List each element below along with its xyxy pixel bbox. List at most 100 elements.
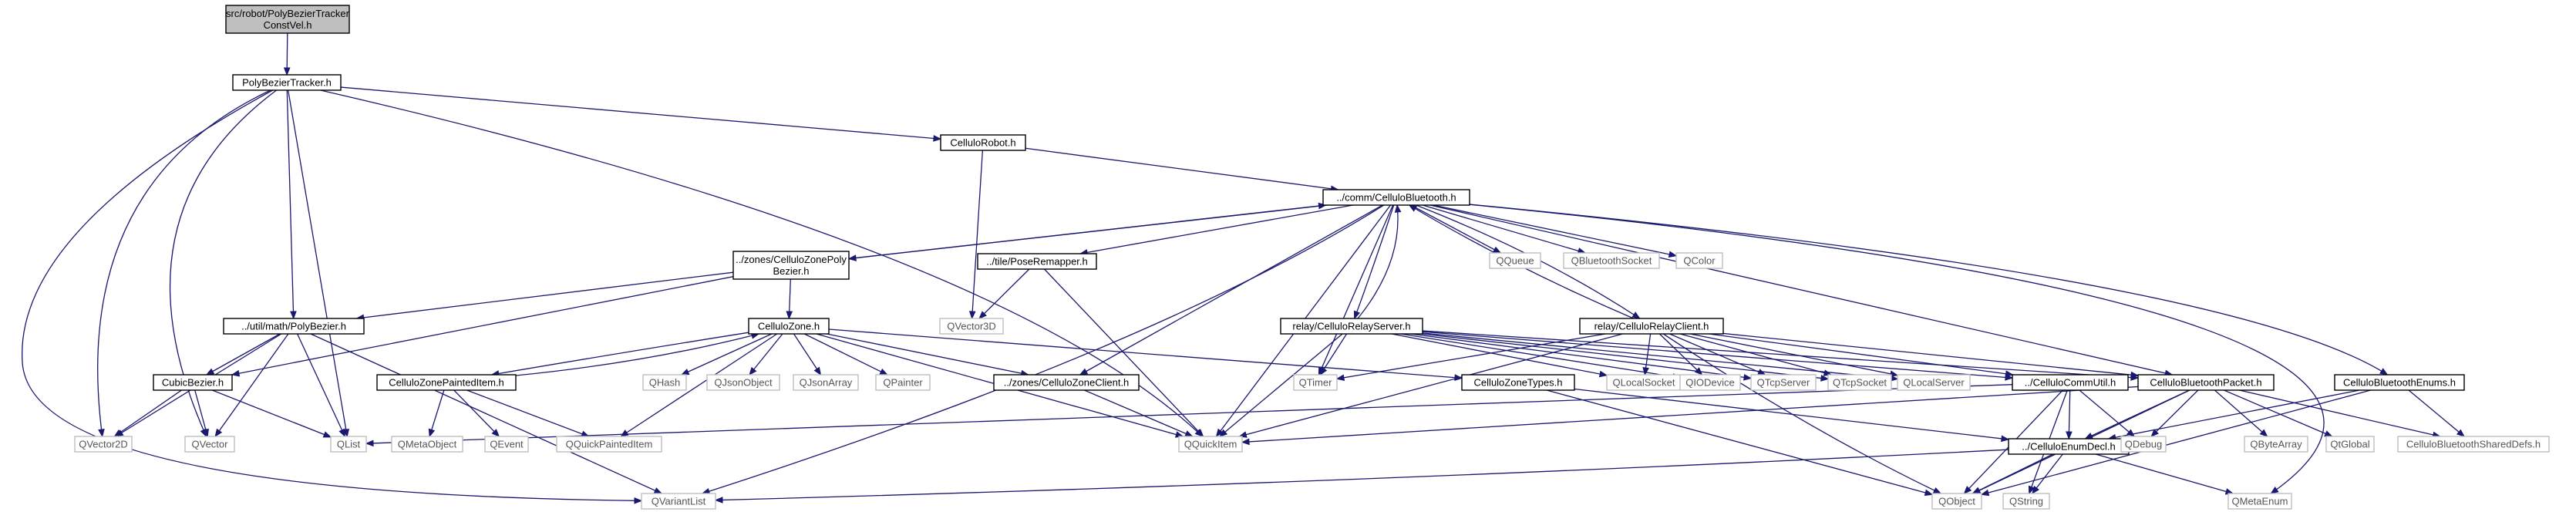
edge-line bbox=[286, 89, 295, 319]
edge-line bbox=[1318, 204, 1394, 376]
node-label: QBluetoothSocket bbox=[1571, 255, 1652, 267]
edge-arrowhead bbox=[205, 368, 215, 376]
node-qja: QJsonArray bbox=[793, 374, 859, 391]
edge-line bbox=[1421, 333, 1829, 380]
node-polyb[interactable]: ../util/math/PolyBezier.h bbox=[223, 318, 365, 335]
edge-line bbox=[1357, 204, 1399, 319]
edge-line bbox=[1429, 204, 2173, 376]
edge-line bbox=[1546, 389, 1933, 495]
node-box bbox=[1489, 252, 1541, 269]
node-qvl: QVariantList bbox=[641, 493, 716, 510]
edge-line bbox=[1709, 333, 2013, 376]
node-label: QHash bbox=[649, 377, 680, 389]
edge-root-to-pbt bbox=[283, 32, 291, 76]
node-label: QtGlobal bbox=[2330, 439, 2369, 450]
edge-line bbox=[97, 89, 271, 437]
node-cubic[interactable]: CubicBezier.h bbox=[153, 374, 233, 391]
edge-line bbox=[429, 389, 445, 437]
node-label: QVariantList bbox=[652, 496, 706, 507]
edge-arrowhead bbox=[634, 497, 643, 504]
edge-arrowhead bbox=[283, 67, 291, 76]
node-zone[interactable]: CelluloZone.h bbox=[748, 318, 830, 335]
node-zclient[interactable]: ../zones/CelluloZoneClient.h bbox=[993, 374, 1140, 391]
node-label: PolyBezierTracker.h bbox=[242, 77, 332, 89]
edge-arrowhead bbox=[1318, 202, 1327, 210]
edge-arrowhead bbox=[786, 311, 793, 320]
node-qdebug: QDebug bbox=[2120, 436, 2167, 453]
edge-bt-to-pose bbox=[1079, 204, 1353, 256]
edge-line bbox=[1981, 389, 2371, 496]
node-label: CelluloBluetoothPacket.h bbox=[2150, 377, 2261, 389]
edge-arrowhead bbox=[1408, 204, 1418, 212]
node-label: CelluloBluetoothEnums.h bbox=[2343, 377, 2456, 389]
node-box bbox=[1461, 374, 1575, 391]
node-enumdecl[interactable]: ../CelluloEnumDecl.h bbox=[2008, 438, 2130, 455]
node-label: QPainter bbox=[883, 377, 923, 389]
node-label: CelluloZonePaintedItem.h bbox=[389, 377, 504, 389]
node-box bbox=[2012, 374, 2129, 391]
node-relayc[interactable]: relay/CelluloRelayClient.h bbox=[1579, 318, 1724, 335]
edge-line bbox=[214, 333, 289, 437]
node-label: CelluloZoneTypes.h bbox=[1474, 377, 1563, 389]
node-label: QJsonObject bbox=[714, 377, 773, 389]
node-label: ../zones/CelluloZoneClient.h bbox=[1004, 377, 1130, 389]
edge-line bbox=[793, 333, 821, 376]
edge-polyb-to-cubic bbox=[205, 333, 281, 376]
edge-enumdecl-to-qme bbox=[2095, 453, 2234, 495]
edge-arrowhead bbox=[879, 368, 888, 376]
edge-bt-to-qvl bbox=[701, 204, 1385, 495]
node-label: ../zones/CelluloZonePoly bbox=[736, 254, 847, 265]
node-robot[interactable]: CelluloRobot.h bbox=[940, 134, 1026, 151]
node-label: ../CelluloCommUtil.h bbox=[2025, 377, 2116, 389]
edge-arrowhead bbox=[322, 431, 332, 438]
node-label: QTcpServer bbox=[1757, 377, 1810, 389]
node-qv2d: QVector2D bbox=[74, 436, 133, 453]
node-qhash: QHash bbox=[642, 374, 687, 391]
node-cutil[interactable]: ../CelluloCommUtil.h bbox=[2012, 374, 2129, 391]
edge-bt-to-qbts bbox=[1422, 204, 1587, 254]
edge-line bbox=[206, 333, 281, 376]
edge-polyb-to-qvl bbox=[310, 333, 663, 494]
edge-enumdecl-to-qvl bbox=[714, 449, 2009, 504]
edge-zone-to-qqpi bbox=[620, 333, 778, 437]
edge-cutil-to-qdebug bbox=[2079, 389, 2136, 437]
node-label: CelluloRobot.h bbox=[950, 137, 1015, 149]
edge-relayc-to-cutil bbox=[1709, 333, 2014, 378]
edge-line bbox=[310, 333, 662, 494]
edge-line bbox=[356, 271, 734, 319]
edge-polyb-to-qlist bbox=[297, 333, 345, 438]
node-relays[interactable]: relay/CelluloRelayServer.h bbox=[1280, 318, 1423, 335]
node-box bbox=[1675, 252, 1723, 269]
edge-arrowhead bbox=[2028, 485, 2036, 495]
node-label: QList bbox=[337, 439, 361, 450]
node-box bbox=[376, 374, 517, 391]
edge-arrowhead bbox=[2066, 431, 2073, 440]
edge-line bbox=[1662, 333, 1941, 494]
edge-relays-to-qqi bbox=[1218, 333, 1343, 437]
edge-line bbox=[114, 389, 182, 437]
node-box bbox=[732, 251, 850, 280]
edge-relayc-to-qiod bbox=[1658, 333, 1703, 376]
edge-arrowhead bbox=[1972, 487, 1981, 494]
node-qiod: QIODevice bbox=[1679, 374, 1741, 391]
edge-arrowhead bbox=[2259, 429, 2268, 437]
node-label: QDebug bbox=[2125, 439, 2162, 450]
edge-line bbox=[1084, 389, 1193, 437]
edge-line bbox=[1080, 204, 1353, 254]
node-ztypes[interactable]: CelluloZoneTypes.h bbox=[1461, 374, 1575, 391]
node-packet[interactable]: CelluloBluetoothPacket.h bbox=[2137, 374, 2275, 391]
edge-bt-to-relays bbox=[1353, 204, 1395, 320]
edge-cutil-to-enumdecl bbox=[2066, 389, 2073, 440]
edge-arrowhead bbox=[1353, 310, 1361, 320]
node-pbt[interactable]: PolyBezierTracker.h bbox=[232, 74, 342, 91]
node-qqueue: QQueue bbox=[1489, 252, 1541, 269]
node-bt[interactable]: ../comm/CelluloBluetooth.h bbox=[1322, 189, 1470, 206]
node-pose[interactable]: ../tile/PoseRemapper.h bbox=[977, 253, 1097, 270]
node-zpi[interactable]: CelluloZonePaintedItem.h bbox=[376, 374, 517, 391]
node-enums[interactable]: CelluloBluetoothEnums.h bbox=[2334, 374, 2465, 391]
edge-arrowhead bbox=[1924, 489, 1934, 497]
edge-relayc-to-qtimer bbox=[1335, 333, 1606, 382]
edge-arrowhead bbox=[428, 428, 436, 438]
